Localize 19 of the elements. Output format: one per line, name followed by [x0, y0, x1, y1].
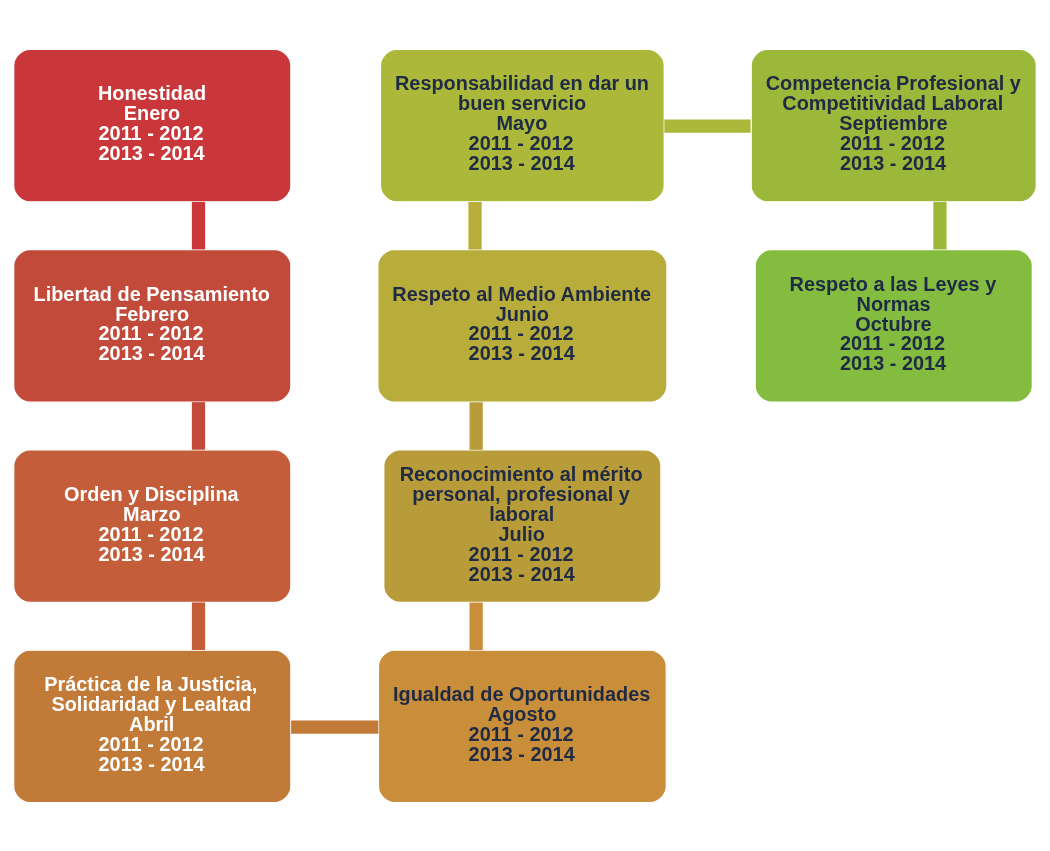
- node-box: Reconocimiento al mérito personal, profesional y laboral Julio 2011 - 2012 2013 - 2014: [383, 448, 662, 603]
- node-box: Respeto al Medio Ambiente Junio 2011 - 2012 2013 - 2014: [377, 248, 668, 403]
- connector: [664, 119, 751, 133]
- connector: [191, 401, 206, 450]
- connector: [468, 201, 482, 250]
- node-box: Honestidad Enero 2011 - 2012 2013 - 2014: [13, 48, 292, 202]
- connector: [291, 719, 379, 734]
- node-box: Responsabilidad en dar un buen servicio Mayo 2011 - 2012 2013 - 2014: [379, 48, 665, 202]
- connector: [469, 602, 483, 650]
- node-box: Respeto a las Leyes y Normas Octubre 2011 - 2012 2013 - 2014: [754, 248, 1033, 403]
- node-box: Libertad de Pensamiento Febrero 2011 - 2012 2013 - 2014: [13, 248, 292, 403]
- connector: [191, 201, 206, 249]
- node-box: Práctica de la Justicia, Solidaridad y Lealtad Abril 2011 - 2012 2013 - 2014: [13, 649, 292, 803]
- node-box: Competencia Profesional y Competitividad Laboral Septiembre 2011 - 2012 2013 - 2014: [750, 48, 1037, 202]
- connector: [191, 601, 206, 650]
- node-box: Igualdad de Oportunidades Agosto 2011 - 2012 2013 - 2014: [377, 649, 667, 803]
- connector: [933, 201, 947, 249]
- connector: [469, 401, 483, 450]
- node-box: Orden y Disciplina Marzo 2011 - 2012 2013 - 2014: [13, 448, 292, 603]
